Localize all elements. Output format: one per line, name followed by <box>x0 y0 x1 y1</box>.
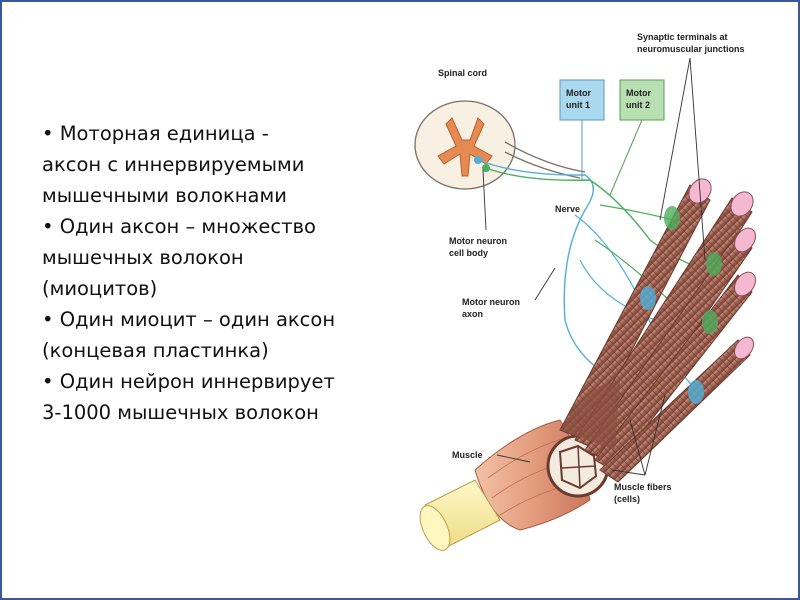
motor-unit-1-box <box>559 79 605 180</box>
label-synaptic-terminals: Synaptic terminals at <box>637 32 728 42</box>
label-synaptic-terminals: neuromuscular junctions <box>637 44 745 54</box>
label-muscle-fibers: (cells) <box>614 494 640 504</box>
label-spinal-cord: Spinal cord <box>438 68 487 78</box>
synaptic-terminals <box>640 206 722 404</box>
motor-unit-2-box <box>609 79 665 196</box>
bullet-line: аксон с иннервируемыми <box>42 153 305 176</box>
label-motor-unit-1: Motor <box>566 88 591 98</box>
bullet-line: • Один миоцит – один аксон <box>42 308 336 331</box>
gray-matter <box>437 117 493 177</box>
bullet-line: • Один аксон – множество <box>42 215 316 238</box>
label-motor-neuron-cell-body: Motor neuron <box>449 236 507 246</box>
leader-lines <box>482 57 706 476</box>
bullet-list: • Моторная единица - аксон с иннервируем… <box>42 118 382 428</box>
label-motor-unit-2: unit 2 <box>626 100 650 110</box>
bullet-line: (миоцитов) <box>42 277 158 300</box>
label-nerve: Nerve <box>555 204 580 214</box>
bullet-line: мышечных волокон <box>42 246 244 269</box>
label-motor-unit-2: Motor <box>626 88 651 98</box>
bullet-line: мышечными волокнами <box>42 184 287 207</box>
motor-unit-diagram: Spinal cord Motor unit 1 Motor unit 2 Sy… <box>414 32 756 551</box>
label-motor-unit-1: unit 1 <box>566 100 590 110</box>
label-motor-neuron-axon: Motor neuron <box>462 297 520 307</box>
label-muscle-fibers: Muscle fibers <box>614 482 672 492</box>
bullet-line: (концевая пластинка) <box>42 339 269 362</box>
bullet-line: • Один нейрон иннервирует <box>42 370 335 393</box>
spinal-cord-section <box>414 100 586 190</box>
muscle-fibers <box>559 178 756 483</box>
label-motor-neuron-cell-body: cell body <box>449 248 488 258</box>
bullet-line: 3-1000 мышечных волокон <box>42 401 319 424</box>
label-muscle: Muscle <box>452 450 483 460</box>
label-motor-neuron-axon: axon <box>462 309 483 319</box>
bullet-line: • Моторная единица - <box>42 122 269 145</box>
